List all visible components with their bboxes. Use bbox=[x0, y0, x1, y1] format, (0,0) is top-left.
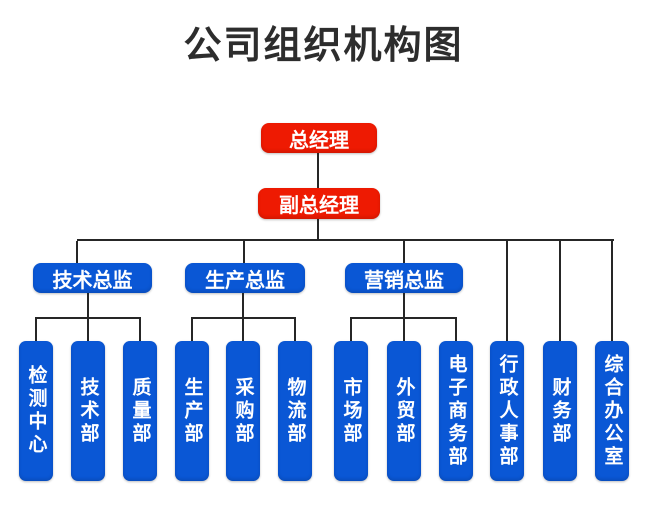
dept-node-market: 市场部 bbox=[334, 341, 368, 481]
dept-node-technology: 技术部 bbox=[71, 341, 105, 481]
node-general-manager: 总经理 bbox=[261, 123, 377, 153]
dept-node-general-office: 综合办公室 bbox=[595, 341, 629, 481]
connector-line bbox=[139, 319, 141, 341]
connector-line bbox=[611, 241, 613, 341]
dept-label: 物流部 bbox=[284, 376, 306, 446]
dept-label: 市场部 bbox=[340, 376, 362, 446]
dept-label: 采购部 bbox=[232, 376, 254, 446]
connector-line bbox=[191, 317, 296, 319]
dept-label: 外贸部 bbox=[393, 376, 415, 446]
dept-label: 电子商务部 bbox=[445, 353, 467, 469]
connector-line bbox=[294, 319, 296, 341]
connector-line bbox=[35, 319, 37, 341]
connector-line bbox=[350, 319, 352, 341]
dept-node-quality: 质量部 bbox=[123, 341, 157, 481]
connector-line bbox=[76, 241, 78, 263]
chart-title: 公司组织机构图 bbox=[183, 25, 464, 67]
connector-line bbox=[350, 317, 457, 319]
dept-node-testing-center: 检测中心 bbox=[19, 341, 53, 481]
dept-node-purchasing: 采购部 bbox=[226, 341, 260, 481]
dept-node-logistics: 物流部 bbox=[278, 341, 312, 481]
connector-line bbox=[403, 241, 405, 263]
node-director-marketing: 营销总监 bbox=[345, 263, 463, 293]
connector-line bbox=[242, 293, 244, 318]
dept-label: 财务部 bbox=[549, 376, 571, 446]
connector-line bbox=[242, 319, 244, 341]
dept-label: 技术部 bbox=[77, 376, 99, 446]
connector-line bbox=[243, 241, 245, 263]
connector-line bbox=[403, 293, 405, 318]
dept-node-ecommerce: 电子商务部 bbox=[439, 341, 473, 481]
dept-label: 综合办公室 bbox=[601, 353, 623, 469]
connector-line bbox=[317, 219, 319, 240]
connector-line bbox=[559, 241, 561, 341]
node-director-production: 生产总监 bbox=[185, 263, 305, 293]
connector-line bbox=[35, 317, 141, 319]
dept-node-production: 生产部 bbox=[175, 341, 209, 481]
connector-line bbox=[403, 319, 405, 341]
connector-line bbox=[506, 241, 508, 341]
dept-node-finance: 财务部 bbox=[543, 341, 577, 481]
dept-label: 检测中心 bbox=[25, 365, 47, 457]
connector-line bbox=[87, 293, 89, 318]
node-director-technology: 技术总监 bbox=[33, 263, 152, 293]
connector-line bbox=[317, 153, 319, 188]
dept-label: 行政人事部 bbox=[496, 353, 518, 469]
dept-node-admin-hr: 行政人事部 bbox=[490, 341, 524, 481]
dept-label: 质量部 bbox=[129, 376, 151, 446]
node-deputy-general-manager: 副总经理 bbox=[258, 188, 380, 219]
connector-line bbox=[455, 319, 457, 341]
connector-line bbox=[191, 319, 193, 341]
connector-line bbox=[77, 239, 614, 241]
connector-line bbox=[87, 319, 89, 341]
dept-label: 生产部 bbox=[181, 376, 203, 446]
dept-node-foreign-trade: 外贸部 bbox=[387, 341, 421, 481]
